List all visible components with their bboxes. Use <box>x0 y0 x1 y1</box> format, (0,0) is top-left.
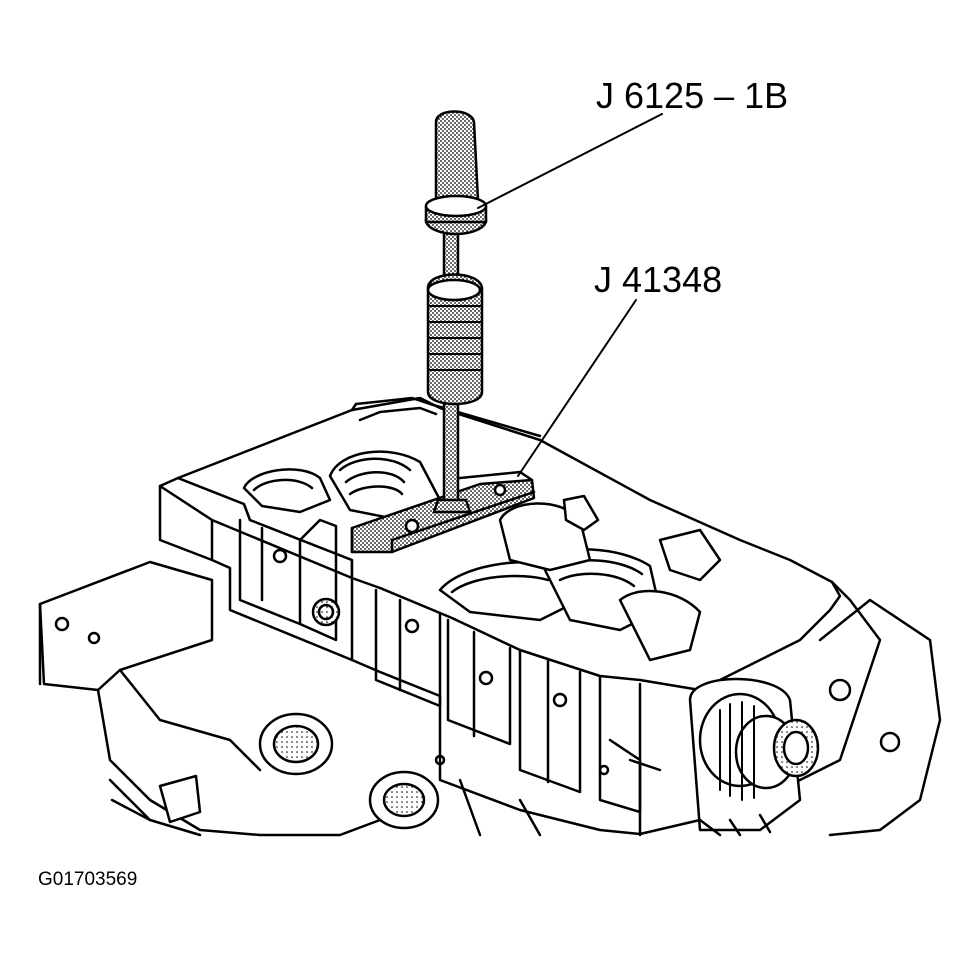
leader-line-tool-b <box>517 299 637 477</box>
lower-housing <box>110 712 642 837</box>
timing-sprocket <box>628 598 942 837</box>
leader-line-tool-a <box>477 113 663 209</box>
slide-hammer <box>424 110 488 514</box>
tool-callout-installer: J 41348 <box>594 259 723 300</box>
figure-id-label: G01703569 <box>38 869 138 890</box>
main-bearing-caps <box>238 518 642 814</box>
crankshaft <box>242 450 722 662</box>
tool-callout-slide-hammer: J 6125 – 1B <box>596 75 789 116</box>
leader-lines <box>477 113 663 477</box>
installer-plate <box>350 470 536 554</box>
